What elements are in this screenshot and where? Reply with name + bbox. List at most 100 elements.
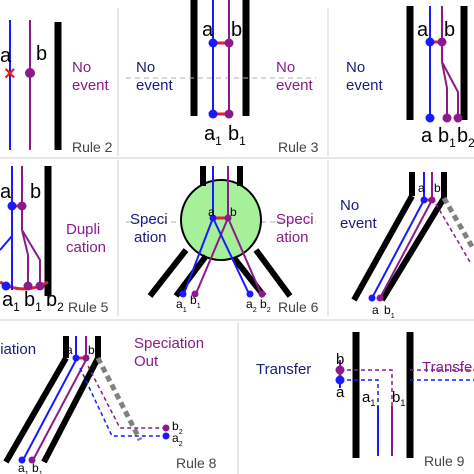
gene-b1-node <box>23 281 33 291</box>
event-label-line2: event <box>72 77 110 94</box>
gene-b-label: b <box>36 43 47 65</box>
rule-label: Rule 3 <box>278 139 319 155</box>
gene-a-label: a <box>336 384 345 401</box>
gene-a1-label: a1 <box>204 123 222 148</box>
panel-rule-9: b a a1 b1 Transfer Transfe Rule 9 <box>256 332 474 469</box>
gene-b2-node <box>258 290 266 298</box>
event-label-line2: event <box>346 77 384 94</box>
gene-b-down-line <box>379 199 433 299</box>
gene-a-bottom-node <box>425 113 435 123</box>
species-branch-inner <box>41 356 101 464</box>
gene-b-label: b <box>444 19 455 41</box>
gene-b-node <box>437 37 447 47</box>
species-branch-br-outer <box>253 248 293 298</box>
gene-b2-line <box>87 365 164 429</box>
speciation-node <box>180 179 262 261</box>
event-label-line1: No <box>72 59 91 76</box>
gene-a1-label: a1 <box>2 289 20 314</box>
gene-a-node <box>209 214 217 222</box>
right-event-line2: Out <box>134 353 159 370</box>
gene-b-node <box>428 196 436 204</box>
gene-b1-line <box>194 217 229 297</box>
left-event-label: Speciation <box>0 341 36 358</box>
gene-b1-label: b1 <box>228 123 246 148</box>
gene-a-branch <box>0 235 13 251</box>
panel-rule-5: a b a1 b1 b2 Dupli cation Rule 5 <box>0 166 109 315</box>
panel-rule-8: a b a1 b1 b2 a2 Speciation Speciation Ou… <box>0 335 217 474</box>
gene-b-node <box>335 365 345 375</box>
panel-rule-2: a b × No event Rule 2 <box>0 20 113 155</box>
gene-b1-line <box>441 61 448 120</box>
species-branch-left <box>351 194 415 302</box>
left-event-line1: Speci <box>130 211 168 228</box>
gene-b-label: b <box>231 19 242 41</box>
event-label-line1: No <box>346 59 365 76</box>
gene-b1-node <box>442 113 452 123</box>
gene-b2-node <box>453 113 463 123</box>
gene-b1-label: b1 <box>392 389 405 408</box>
gene-a1-label: a1 <box>362 389 375 408</box>
gene-b1-node <box>191 290 199 298</box>
rule-label: Rule 5 <box>68 299 109 315</box>
gene-b2-label: b2 <box>172 419 183 436</box>
gene-b1-label: b1 <box>384 303 395 320</box>
gene-a-node <box>7 201 17 211</box>
gene-a-node <box>208 38 218 48</box>
gene-b-node <box>17 201 27 211</box>
gene-b1-node <box>28 456 36 464</box>
gene-a1-line <box>182 217 214 297</box>
left-event-line1: No <box>136 59 155 76</box>
gene-a2-label: a2 <box>172 431 183 448</box>
gene-a-label: a <box>0 45 12 67</box>
gene-a1-label: a1 <box>18 461 29 474</box>
event-label-line1: No <box>340 197 359 214</box>
gene-a1-node <box>18 456 26 464</box>
gene-b-transfer-line <box>340 369 393 456</box>
gene-b-label: b <box>230 205 237 219</box>
species-branch-bl-outer <box>147 248 189 298</box>
gene-b2-label: b2 <box>457 125 474 150</box>
gene-b-label: b <box>434 181 441 195</box>
rule-label: Rule 6 <box>278 299 319 315</box>
species-branch-left <box>3 356 69 464</box>
event-label-line1: Dupli <box>66 221 100 238</box>
right-event-line1: No <box>276 59 295 76</box>
gene-b2-line <box>441 61 459 120</box>
gene-a-label: a <box>66 343 73 357</box>
gene-a1-node <box>208 109 218 119</box>
gene-a1-label: a1 <box>176 297 187 314</box>
rule-label: Rule 9 <box>424 453 465 469</box>
right-event-line2: ation <box>276 229 309 246</box>
left-event-line2: ation <box>134 229 167 246</box>
panel-rule-7: a b a b1 No event <box>340 172 474 320</box>
gene-b-label: b <box>336 351 344 368</box>
gene-a-node <box>425 37 435 47</box>
gene-b1-line <box>21 229 29 290</box>
right-event-line2: event <box>276 77 314 94</box>
gene-b-label: b <box>30 181 41 203</box>
gene-b2-label: b2 <box>260 297 271 314</box>
gene-a-node <box>335 375 345 385</box>
gene-b-node <box>224 38 234 48</box>
panel-dividers <box>0 8 474 474</box>
gene-a-bottom-node <box>368 294 376 302</box>
gene-b2-node <box>162 424 170 432</box>
gene-a1-node <box>1 281 11 291</box>
gene-a-node <box>420 196 428 204</box>
gene-a-transfer-line <box>340 379 379 456</box>
gene-b-node <box>224 214 232 222</box>
left-event-line2: event <box>136 77 174 94</box>
gene-b1-line <box>31 359 87 463</box>
species-branch-inner <box>379 196 447 302</box>
gene-a-label: a <box>418 181 425 195</box>
gene-a-down-line <box>371 199 425 299</box>
gene-a-bottom-label: a <box>372 303 379 317</box>
gene-a-label: a <box>208 205 215 219</box>
gene-a2-node <box>162 432 170 440</box>
gene-b2-node <box>35 281 45 291</box>
rule-label: Rule 2 <box>72 139 113 155</box>
gene-b-lost-line <box>435 203 471 263</box>
gene-b-label: b <box>88 343 95 357</box>
gene-b1-label: b1 <box>24 289 42 314</box>
